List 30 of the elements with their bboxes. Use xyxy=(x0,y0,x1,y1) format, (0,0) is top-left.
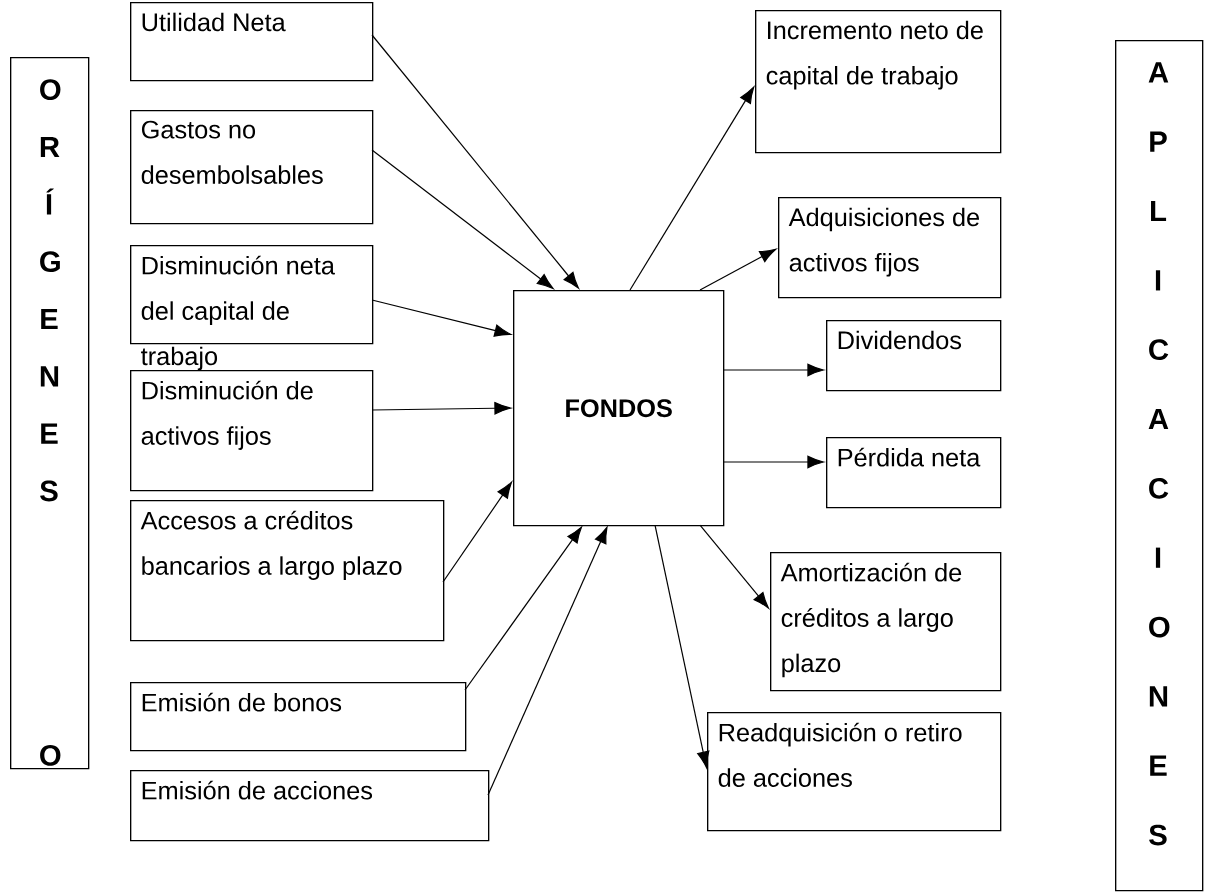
text-box: Emisión de bonos xyxy=(130,682,467,752)
text-box: Incremento neto de capital de trabajo xyxy=(755,10,1002,154)
arrow xyxy=(699,524,769,609)
text-box: Amortización de créditos a largo plazo xyxy=(770,552,1002,692)
text-box: Adquisiciones de activos fijos xyxy=(778,197,1002,299)
text-box: Disminución de activos fijos xyxy=(130,370,374,492)
text-box: Gastos no desembolsables xyxy=(130,110,374,225)
arrow xyxy=(371,299,512,337)
text-box: Emisión de acciones xyxy=(130,770,490,842)
arrow xyxy=(654,524,710,769)
node-label: trabajo xyxy=(141,346,218,371)
arrow xyxy=(371,402,512,415)
text-box: Disminución neta del capital de trabajo xyxy=(130,245,374,371)
vertical-label-box: O R Í G E N E S O xyxy=(10,57,90,770)
text-box: Utilidad Neta xyxy=(130,2,374,82)
text-box: Dividendos xyxy=(826,320,1002,392)
arrow xyxy=(629,86,755,291)
text-box: Readquisición o retiro de acciones xyxy=(707,712,1002,832)
arrow xyxy=(464,526,583,691)
text-box: Accesos a créditos bancarios a largo plazo xyxy=(130,500,445,642)
text-box: Pérdida neta xyxy=(826,437,1002,509)
arrow xyxy=(722,363,824,377)
process-box: FONDOS xyxy=(513,290,725,527)
arrow xyxy=(371,149,554,290)
arrow xyxy=(699,248,777,291)
vertical-label-box: A P L I C A C I O N E S xyxy=(1115,40,1204,892)
arrow xyxy=(487,526,608,796)
arrow xyxy=(371,34,579,289)
arrow xyxy=(722,455,824,469)
arrow xyxy=(442,481,513,583)
